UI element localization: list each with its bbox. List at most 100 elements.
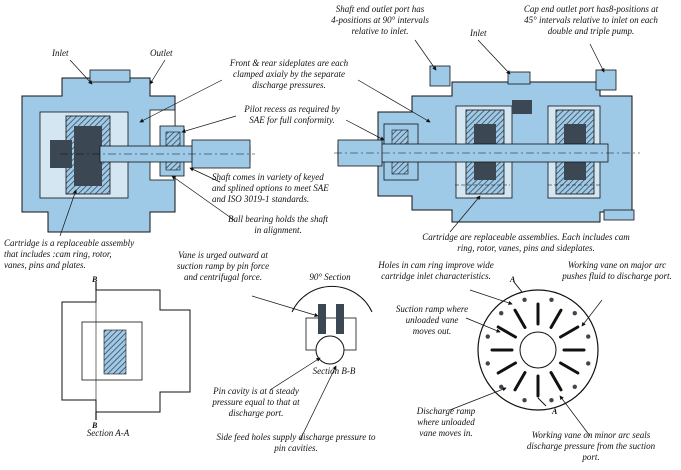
leader-lines: [59, 39, 605, 441]
label-side-feed: Side feed holes supply discharge pressur…: [217, 432, 376, 453]
text-line: Working vane on minor arc seals: [532, 430, 651, 440]
text-line: vane moves in.: [419, 428, 472, 438]
cam-hole: [499, 384, 504, 389]
leader-pin-cavity: [269, 357, 321, 391]
cam-hole: [572, 384, 577, 389]
text-line: that includes :cam ring, rotor,: [4, 249, 112, 259]
cam-hole: [522, 297, 527, 302]
text-line: discharge pressures.: [252, 80, 326, 90]
section-bb-vane-right: [336, 304, 344, 334]
right-inlet-port: [507, 71, 531, 85]
cam-hole: [549, 297, 554, 302]
vane-slot: [496, 361, 517, 375]
text-line: relative to inlet.: [352, 26, 409, 36]
cam-hole: [586, 334, 591, 339]
text-line: pin cavities.: [273, 443, 318, 453]
text-line: Front & rear sideplates are each: [229, 58, 349, 68]
label-inlet-right: Inlet: [469, 28, 487, 38]
cam-ring-bore: [519, 331, 557, 369]
left-rotor: [74, 126, 102, 186]
cam-hole: [549, 398, 554, 403]
vane-slot: [549, 371, 563, 392]
text-line: suction ramp by pin force: [177, 261, 269, 271]
text-line: where unloaded: [417, 417, 475, 427]
text-line: port.: [581, 452, 599, 462]
vane-slot: [513, 371, 527, 392]
cam-hole: [522, 398, 527, 403]
cam-hole: [586, 361, 591, 366]
leader-inlet-left: [69, 59, 93, 85]
section-bb-vane-left: [318, 304, 326, 334]
text-line: pressure equal to that at: [211, 397, 300, 407]
text-line: moves out.: [413, 326, 452, 336]
vane-slot: [549, 308, 563, 329]
leader-ball-bearing: [171, 175, 235, 221]
text-line: in alignment.: [254, 225, 302, 235]
text-line: Side feed holes supply discharge pressur…: [217, 432, 376, 442]
cam-hole: [499, 311, 504, 316]
leader-pilot-recess-right: [345, 119, 385, 141]
leader-pilot-recess: [181, 115, 237, 134]
text-line: and splined options to meet SAE: [212, 183, 329, 193]
section-bb-pin-cavity: [315, 335, 345, 365]
cam-hole: [485, 334, 490, 339]
label-b-top: B: [91, 275, 98, 284]
section-bb-arc: [291, 285, 373, 313]
cam-ring-vane-slots: [485, 297, 591, 403]
text-line: Cartridge are replaceable assemblies. Ea…: [422, 232, 630, 242]
text-line: Shaft comes in variety of keyed: [212, 172, 324, 182]
leader-working-minor: [559, 395, 591, 437]
leader-inlet-right: [477, 39, 511, 75]
text-line: ring, rotor, vanes, pins and sideplates.: [457, 243, 594, 253]
right-pump-section: [334, 65, 640, 223]
leader-holes-cam: [469, 289, 513, 305]
text-line: Working vane on major arc: [568, 260, 666, 270]
label-inlet-left: Inlet: [51, 48, 69, 58]
text-line: Pilot recess as required by: [243, 104, 339, 114]
leader-shaft-variety: [189, 167, 221, 183]
text-line: 4-positions at 90° intervals: [331, 15, 429, 25]
right-center-block: [512, 100, 532, 114]
label-section-aa: Section A-A: [87, 428, 130, 438]
text-line: 45° intervals relative to inlet on each: [524, 15, 658, 25]
section-aa-rotor: [103, 329, 127, 375]
text-labels: Inlet Outlet Front & rear sideplates are…: [4, 4, 672, 462]
vane-slot: [559, 325, 580, 339]
leader-cartridge-right: [449, 195, 481, 233]
label-section-90: 90° Section: [309, 272, 351, 282]
right-shaft-end: [337, 139, 383, 167]
section-bb-drawing: [291, 285, 373, 365]
cam-section-a-top: [513, 281, 523, 293]
text-line: and ISO 3019-1 standards.: [212, 194, 309, 204]
leader-discharge-ramp: [449, 387, 507, 411]
text-line: and centrifugal force.: [184, 272, 262, 282]
text-line: discharge port.: [229, 408, 284, 418]
left-pump-section: [21, 69, 255, 233]
section-aa-drawing: [61, 282, 191, 420]
text-line: Ball bearing holds the shaft: [228, 214, 328, 224]
left-inlet-port: [89, 69, 131, 83]
leader-shaft-end-outlet: [414, 39, 437, 71]
leader-outlet-left: [149, 59, 166, 85]
text-line: vanes, pins and plates.: [4, 260, 86, 270]
text-line: discharge pressure from the suction: [527, 441, 656, 451]
text-line: Discharge ramp: [416, 406, 476, 416]
cam-ring-face: [477, 281, 599, 411]
label-b-bottom: B: [91, 421, 98, 430]
leader-cartridge-left: [59, 189, 77, 237]
text-line: Vane is urged outward at: [178, 250, 268, 260]
leader-sideplates-right: [357, 79, 431, 123]
leader-vane-urged: [251, 295, 319, 317]
